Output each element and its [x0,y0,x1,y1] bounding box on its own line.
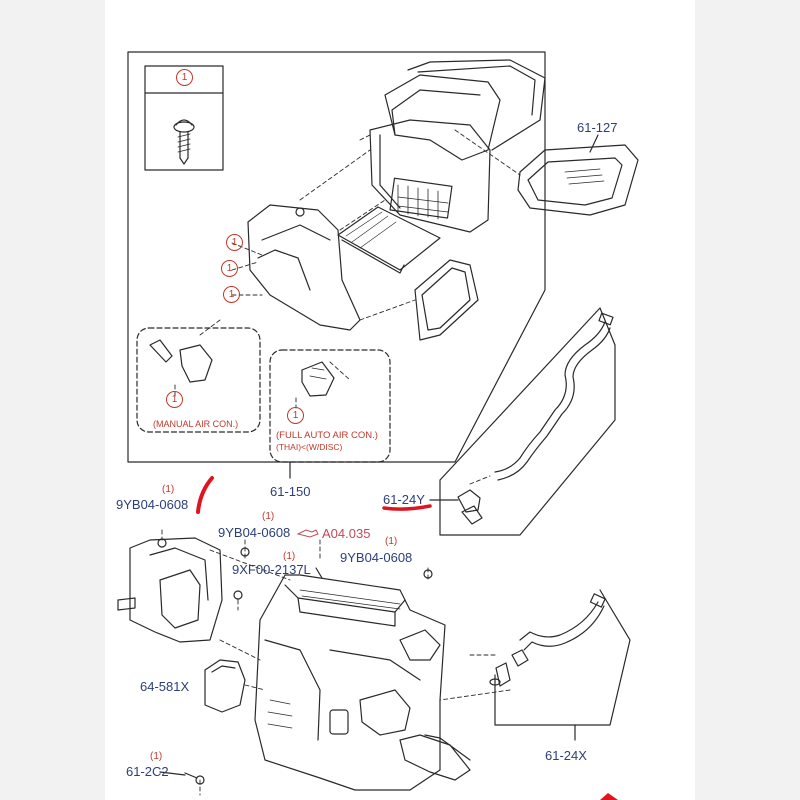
hose-61-24y [494,321,606,473]
heater-unit [254,574,446,791]
part-label-61-150[interactable]: 61-150 [270,484,311,499]
assembly-box-61-150 [127,51,546,463]
qty-label: (1) [150,751,163,762]
part-label-61-2c2[interactable]: 61-2C2 [126,764,169,779]
full-auto-aircon-note-sub: (THAI)<(W/DISC) [276,442,343,452]
callout-circle: 1 [221,260,238,277]
duct-61-127 [517,144,639,216]
part-label-9yb04-0608[interactable]: 9YB04-0608 [218,525,291,540]
part-label-9yb04-0608[interactable]: 9YB04-0608 [340,550,413,565]
full-auto-aircon-note: (FULL AUTO AIR CON.) [276,430,378,441]
red-marker-stroke [196,476,214,514]
screw-legend-box [144,65,224,171]
blower-housing-left [129,537,223,643]
callout-circle: 1 [176,69,193,86]
hose-61-24x [519,601,599,641]
red-underline-61-24y [382,504,432,511]
blower-lower-case [247,204,361,331]
full-auto-aircon-box [269,349,391,463]
qty-label: (1) [385,536,398,547]
manual-aircon-box [136,327,261,433]
blower-upper-case [384,74,501,161]
part-label-9yb04-0608[interactable]: 9YB04-0608 [116,497,189,512]
qty-label: (1) [283,551,296,562]
callout-circle: 1 [287,407,304,424]
qty-label: (1) [262,511,275,522]
manual-aircon-note: (MANUAL AIR CON.) [153,419,239,429]
part-label-61-24x[interactable]: 61-24X [545,748,587,763]
ref-label-a04-035[interactable]: A04.035 [322,526,371,541]
red-corner-mark [600,793,618,800]
hose-box-61-24x [494,589,631,726]
part-label-61-127[interactable]: 61-127 [577,120,618,135]
part-label-9xf00-2137l[interactable]: 9XF00-2137L [232,562,311,577]
part-label-64-581x[interactable]: 64-581X [140,679,190,694]
hose-box-61-24y [439,307,616,536]
bracket-64-581x [204,659,246,713]
qty-label: (1) [162,484,175,495]
callout-circle: 1 [166,391,183,408]
gasket [414,259,479,341]
pointer-icon [296,529,319,538]
part-label-61-24y[interactable]: 61-24Y [383,492,425,507]
callout-circle: 1 [223,286,240,303]
callout-circle: 1 [226,234,243,251]
air-filter [337,206,441,271]
